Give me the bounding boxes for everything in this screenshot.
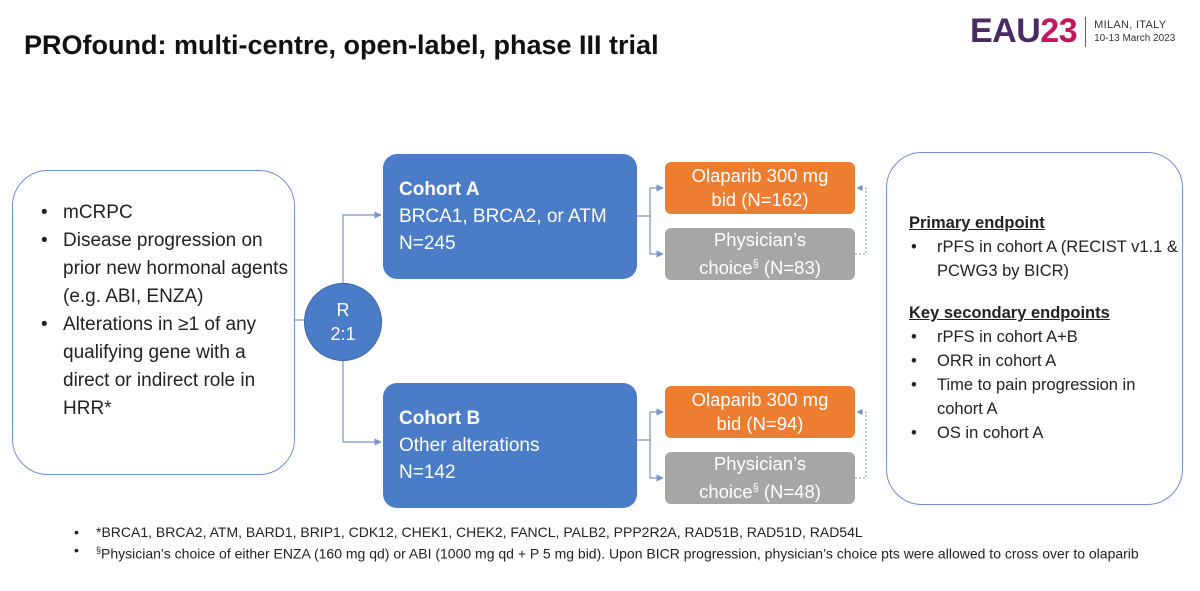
secondary-endpoints-list: rPFS in cohort A+B ORR in cohort A Time …: [909, 325, 1182, 445]
rand-ratio: 2:1: [330, 324, 356, 344]
cohort-a-physician-arm: Physician’s choice§ (N=83): [665, 228, 855, 280]
cohort-a-desc: BRCA1, BRCA2, or ATM: [399, 206, 607, 227]
arm-line-2: choice§ (N=48): [665, 476, 855, 504]
cohort-b-to-physician-arrow: [649, 440, 664, 482]
logo-number: 23: [1040, 12, 1078, 50]
primary-endpoint-list: rPFS in cohort A (RECIST v1.1 & PCWG3 by…: [909, 235, 1182, 283]
logo-wordmark: EAU23: [970, 12, 1078, 51]
cohort-b-to-olaparib-arrow: [637, 408, 664, 441]
cohort-b-n: N=142: [399, 462, 456, 483]
footnote-physician-choice: §Physician’s choice of either ENZA (160 …: [66, 541, 1176, 563]
cohort-b-title: Cohort B: [399, 408, 481, 429]
arm-line-1: Olaparib 300 mg: [691, 389, 829, 410]
cohort-a-to-olaparib-arrow: [637, 184, 664, 217]
footnote-choice-text: Physician’s choice of either ENZA (160 m…: [101, 545, 1139, 562]
section-sign: §: [752, 257, 759, 270]
endpoint-item: rPFS in cohort A (RECIST v1.1 & PCWG3 by…: [909, 235, 1182, 283]
cohort-a-n: N=245: [399, 233, 456, 254]
endpoint-item: Time to pain progression in cohort A: [909, 373, 1182, 421]
eligibility-item: Disease progression on prior new hormona…: [33, 227, 294, 311]
cohort-b-desc: Other alterations: [399, 435, 540, 456]
eau23-logo: EAU23 MILAN, ITALY 10-13 March 2023: [970, 12, 1175, 51]
cohort-b-olaparib-arm: Olaparib 300 mg bid (N=94): [665, 386, 855, 438]
logo-event-info: MILAN, ITALY 10-13 March 2023: [1094, 19, 1175, 45]
arm-line-1: Physician’s: [713, 228, 807, 250]
rand-to-cohort-b-arrow: [342, 361, 382, 446]
endpoint-item: rPFS in cohort A+B: [909, 325, 1182, 349]
cohort-a-to-physician-arrow: [649, 216, 664, 258]
eligibility-list: mCRPC Disease progression on prior new h…: [33, 199, 294, 423]
rand-label: R: [336, 300, 350, 320]
logo-divider: [1085, 16, 1087, 47]
cohort-a-title: Cohort A: [399, 179, 480, 200]
arm-choice-text: choice: [699, 257, 753, 279]
eligibility-item: Alterations in ≥1 of any qualifying gene…: [33, 311, 294, 423]
eligibility-item: mCRPC: [33, 199, 294, 227]
rand-to-cohort-a-arrow: [342, 211, 382, 283]
endpoint-item: ORR in cohort A: [909, 349, 1182, 373]
endpoints-content: Primary endpoint rPFS in cohort A (RECIS…: [909, 211, 1182, 445]
arm-line-2: bid (N=94): [716, 413, 804, 434]
cohort-a-box: Cohort A BRCA1, BRCA2, or ATM N=245: [383, 154, 637, 279]
primary-endpoint-heading: Primary endpoint: [909, 214, 1045, 232]
logo-letters: EAU: [970, 12, 1041, 50]
physician-a-to-olaparib-a-crossover: [855, 185, 867, 255]
arm-n-text: (N=83): [758, 257, 821, 279]
physician-b-to-olaparib-b-crossover: [855, 409, 867, 479]
arm-line-1: Olaparib 300 mg: [691, 165, 829, 186]
eligibility-box: mCRPC Disease progression on prior new h…: [12, 170, 295, 475]
randomisation-node: R 2:1: [304, 283, 382, 361]
endpoints-box: Primary endpoint rPFS in cohort A (RECIS…: [886, 152, 1183, 505]
logo-dates: 10-13 March 2023: [1094, 32, 1176, 44]
footnotes: *BRCA1, BRCA2, ATM, BARD1, BRIP1, CDK12,…: [66, 523, 1176, 563]
arm-line-2: bid (N=162): [711, 189, 809, 210]
section-sign: §: [752, 481, 759, 494]
secondary-endpoints-heading: Key secondary endpoints: [909, 304, 1110, 322]
section-sign: §: [96, 545, 102, 555]
logo-city: MILAN, ITALY: [1094, 18, 1167, 31]
arm-line-2: choice§ (N=83): [665, 252, 855, 280]
cohort-a-olaparib-arm: Olaparib 300 mg bid (N=162): [665, 162, 855, 214]
slide-title: PROfound: multi-centre, open-label, phas…: [24, 30, 659, 60]
footnote-genes: *BRCA1, BRCA2, ATM, BARD1, BRIP1, CDK12,…: [66, 523, 1176, 541]
cohort-b-physician-arm: Physician’s choice§ (N=48): [665, 452, 855, 504]
arm-choice-text: choice: [699, 481, 753, 503]
endpoint-item: OS in cohort A: [909, 421, 1182, 445]
arm-n-text: (N=48): [758, 481, 821, 503]
arm-line-1: Physician’s: [713, 452, 807, 474]
cohort-b-box: Cohort B Other alterations N=142: [383, 383, 637, 508]
